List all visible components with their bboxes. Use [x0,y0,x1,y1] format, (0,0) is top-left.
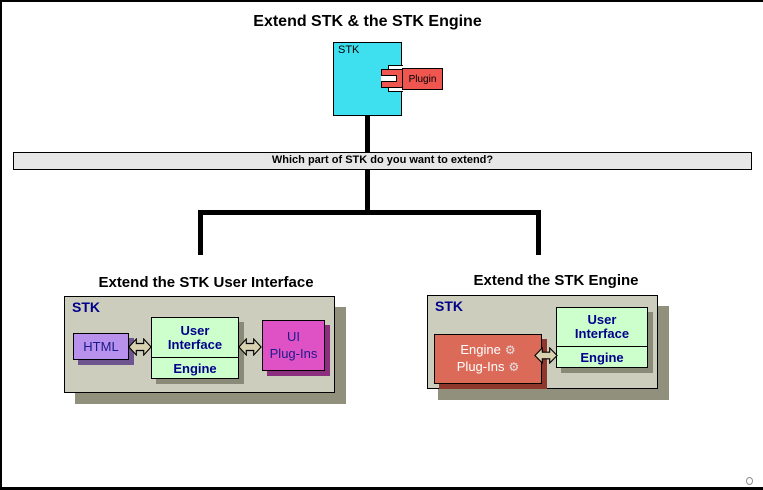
question-banner: Which part of STK do you want to extend? [13,152,752,170]
ui-plugins-line2: Plug-Ins [269,345,318,361]
bidirectional-arrow-icon [128,338,152,356]
connector-line-banner-to-split [365,170,370,210]
engine-plugins-line2: Plug-Ins [456,359,505,374]
ui-engine-bottom-label: Engine [173,360,217,376]
stk-component-label: STK [338,44,360,56]
plugin-connector-slot [381,75,397,82]
connector-line-split-horizontal [198,210,541,215]
ui-engine-top-label: User Interface [557,308,647,347]
bidirectional-arrow-icon [238,338,262,356]
ui-plugins-box: UI Plug-Ins [262,320,325,371]
right-stk-container: STK User Interface Engine Engine ⚙ Plug-… [427,295,658,389]
connector-line-left-branch [198,210,203,255]
bidirectional-arrow-icon [534,347,558,364]
ui-engine-box-right: User Interface Engine [556,307,648,368]
engine-plugins-box: Engine ⚙ Plug-Ins ⚙ [434,334,542,384]
connector-line-stk-to-banner [365,116,370,152]
gear-icon: ⚙ [504,342,516,357]
right-stk-container-label: STK [435,298,463,314]
ui-engine-bottom-label: Engine [580,349,624,365]
connector-line-right-branch [536,210,541,255]
ui-engine-top-label: User Interface [152,318,238,358]
right-branch-title: Extend the STK Engine [473,272,639,289]
page-title: Extend STK & the STK Engine [253,13,482,30]
left-branch-title: Extend the STK User Interface [98,274,314,291]
left-stk-container-label: STK [72,299,100,315]
left-stk-container: STK HTML User Interface Engine UI Plug-I… [64,296,335,393]
plugin-box: Plugin [402,68,443,90]
ui-plugins-line1: UI [287,329,300,345]
gear-icon: ⚙ [508,359,520,374]
html-box: HTML [73,333,129,360]
engine-plugins-line1: Engine [460,342,501,358]
stray-mark-icon [746,477,753,485]
ui-engine-box-left: User Interface Engine [151,317,239,379]
